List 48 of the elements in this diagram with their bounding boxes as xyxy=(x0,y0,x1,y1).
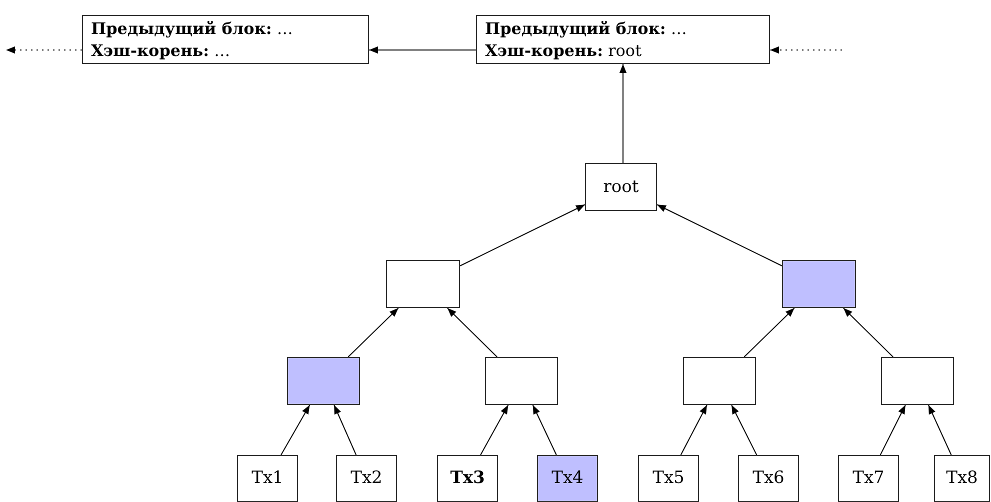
arrow xyxy=(6,46,82,54)
arrow xyxy=(619,64,627,164)
arrow xyxy=(880,404,906,456)
block-header-box xyxy=(82,15,369,64)
transaction-box xyxy=(838,455,899,502)
transaction-box xyxy=(738,455,799,502)
transaction-box xyxy=(638,455,699,502)
node-label: root xyxy=(603,176,639,198)
arrow xyxy=(842,308,894,358)
empty-hash-box xyxy=(881,357,954,405)
node-label: Tx1 xyxy=(252,467,284,490)
block-header-box xyxy=(476,15,770,64)
transaction-box xyxy=(934,455,990,502)
arrow xyxy=(480,404,509,456)
arrow xyxy=(770,46,842,54)
node-label: Tx5 xyxy=(652,467,684,490)
arrow xyxy=(731,404,758,456)
arrow xyxy=(744,308,795,358)
arrow xyxy=(368,46,476,54)
node-label: Tx3 xyxy=(450,467,485,490)
node-label: Tx8 xyxy=(946,467,978,490)
node-label: Tx4 xyxy=(552,467,584,490)
empty-hash-box xyxy=(287,357,360,405)
arrow xyxy=(532,404,557,456)
transaction-box xyxy=(336,455,397,502)
empty-hash-box xyxy=(782,260,856,308)
empty-hash-box xyxy=(386,260,460,308)
root-hash-box xyxy=(585,163,657,211)
header-field: Предыдущий блок: … xyxy=(485,18,687,40)
arrow xyxy=(280,404,310,456)
transaction-box xyxy=(237,455,298,502)
node-label: Tx7 xyxy=(852,467,884,490)
header-field: Хэш-корень: … xyxy=(91,40,230,62)
arrow xyxy=(334,404,357,456)
node-label: Tx6 xyxy=(752,467,784,490)
empty-hash-box xyxy=(683,357,756,405)
arrow xyxy=(680,404,708,456)
header-field: Предыдущий блок: … xyxy=(91,18,293,40)
arrow xyxy=(348,308,399,358)
node-label: Tx2 xyxy=(350,467,382,490)
transaction-box xyxy=(437,455,498,502)
transaction-box xyxy=(537,455,598,502)
arrow xyxy=(928,404,952,456)
empty-hash-box xyxy=(485,357,558,405)
arrow xyxy=(656,204,782,266)
arrow xyxy=(460,204,586,266)
header-field: Хэш-корень: root xyxy=(485,40,642,62)
arrow xyxy=(446,308,498,358)
